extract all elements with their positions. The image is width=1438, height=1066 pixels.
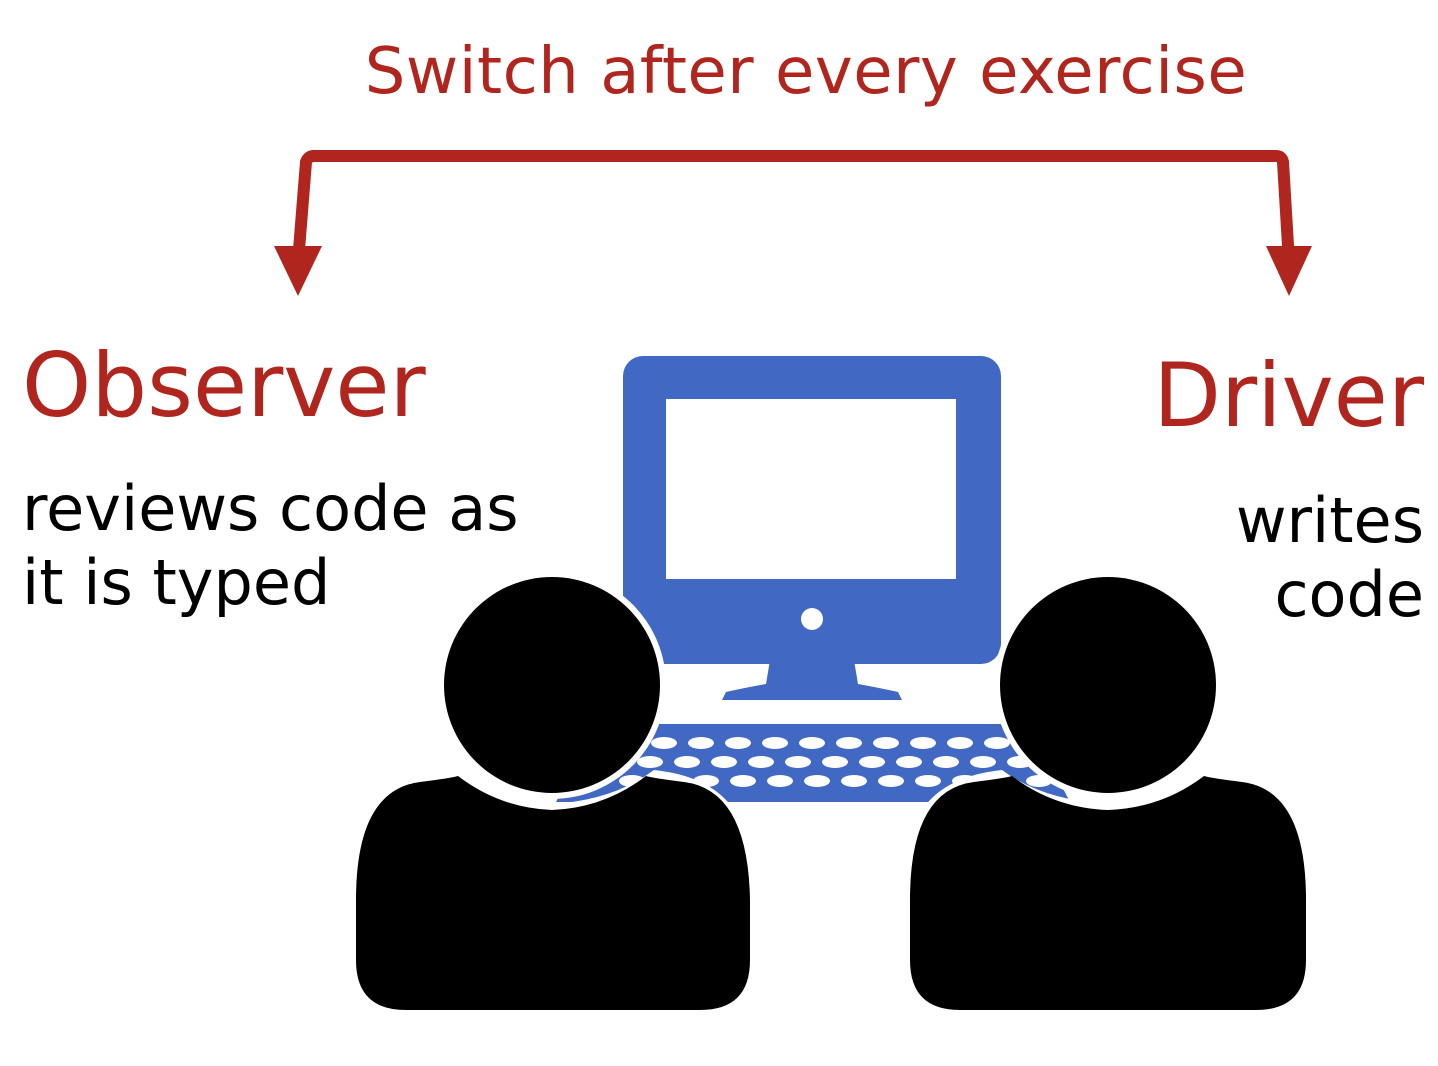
keyboard-key — [947, 737, 973, 749]
keyboard-key — [896, 756, 922, 768]
keyboard-key — [725, 737, 751, 749]
keyboard-key — [915, 775, 941, 787]
observer-description-line-1: reviews code as — [22, 472, 519, 545]
keyboard-key — [836, 737, 862, 749]
observer-description: reviews code as it is typed — [22, 472, 582, 620]
keyboard-key — [748, 756, 774, 768]
switch-arrow-icon — [274, 150, 1312, 296]
observer-title: Observer — [22, 334, 426, 437]
keyboard-key — [804, 775, 830, 787]
observer-person-icon — [344, 571, 760, 1012]
driver-description-line-1: writes — [1235, 484, 1424, 557]
driver-description-line-2: code — [1274, 558, 1424, 631]
keyboard-key — [933, 756, 959, 768]
keyboard-key — [873, 737, 899, 749]
observer-description-line-2: it is typed — [22, 546, 331, 619]
keyboard-key — [651, 737, 677, 749]
driver-person-icon — [900, 571, 1310, 1012]
driver-title: Driver — [1153, 344, 1424, 447]
keyboard-key — [730, 775, 756, 787]
keyboard-key — [762, 737, 788, 749]
keyboard-key — [822, 756, 848, 768]
keyboard-key — [767, 775, 793, 787]
computer-icon — [623, 356, 1001, 700]
keyboard-key — [637, 756, 663, 768]
keyboard-key — [688, 737, 714, 749]
keyboard-key — [799, 737, 825, 749]
keyboard-key — [711, 756, 737, 768]
keyboard-key — [878, 775, 904, 787]
keyboard-key — [785, 756, 811, 768]
driver-description: writes code — [1236, 484, 1424, 632]
keyboard-key — [859, 756, 885, 768]
keyboard-key — [984, 737, 1010, 749]
keyboard-key — [674, 756, 700, 768]
switch-headline: Switch after every exercise — [364, 35, 1248, 109]
keyboard-key — [910, 737, 936, 749]
keyboard-key — [970, 756, 996, 768]
keyboard-key — [841, 775, 867, 787]
